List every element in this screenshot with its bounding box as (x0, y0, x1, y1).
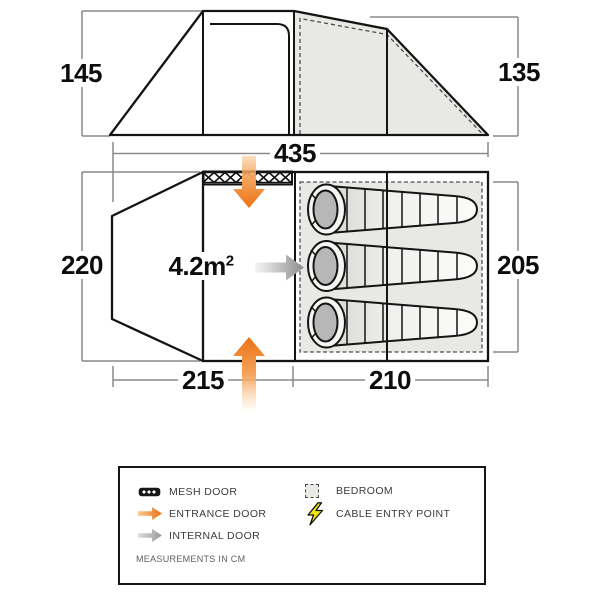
tent-section-poles (202, 11, 388, 135)
living-area-label: 4.2m2 (164, 251, 238, 281)
length-215-210-dimension-line (112, 366, 489, 387)
entrance-door-arrow-bottom (233, 337, 265, 412)
internal-door-arrow (255, 254, 304, 281)
legend-label-cable-entry: CABLE ENTRY POINT (336, 508, 451, 520)
living-area-superscript: 2 (225, 252, 234, 270)
entrance-door-icon (138, 507, 163, 520)
legend-label-bedroom: BEDROOM (336, 485, 394, 497)
floorplan-view (81, 156, 519, 412)
legend-label-internal-door: INTERNAL DOOR (169, 529, 261, 542)
legend-item-mesh-door: MESH DOOR (138, 486, 237, 498)
dim-label-135: 135 (494, 58, 544, 86)
dim-label-145: 145 (56, 59, 106, 87)
internal-door-icon (138, 529, 163, 542)
legend-item-internal-door: INTERNAL DOOR (138, 529, 260, 542)
side-elevation-view (81, 9, 519, 202)
tent-door-outline (210, 23, 290, 135)
tent-profile-outline (108, 9, 490, 137)
dim-label-435: 435 (270, 139, 320, 167)
mesh-door-icon (138, 487, 163, 497)
porch-outline (110, 170, 204, 363)
legend-item-entrance-door: ENTRANCE DOOR (138, 507, 266, 520)
dim-label-205: 205 (493, 251, 543, 279)
legend-item-cable-entry: CABLE ENTRY POINT (305, 502, 450, 526)
living-area-value: 4.2m (168, 251, 226, 281)
dim-label-220: 220 (57, 251, 107, 279)
tent-views-canvas (81, 9, 519, 412)
legend-item-bedroom: BEDROOM (305, 484, 393, 498)
dim-label-215: 215 (178, 366, 228, 394)
bedroom-inner-dashed-line (299, 17, 482, 134)
legend-label-entrance-door: ENTRANCE DOOR (169, 507, 267, 520)
legend-note-measurements: MEASUREMENTS IN CM (136, 554, 246, 564)
cable-entry-icon (305, 502, 330, 526)
legend-box: MESH DOOR ENTRANCE DOOR (118, 466, 486, 585)
dim-label-210: 210 (365, 366, 415, 394)
entrance-door-arrow-top (233, 156, 265, 208)
bedroom-roof-panel (294, 11, 488, 135)
legend-label-mesh-door: MESH DOOR (169, 486, 238, 498)
bedroom-icon (305, 484, 330, 498)
